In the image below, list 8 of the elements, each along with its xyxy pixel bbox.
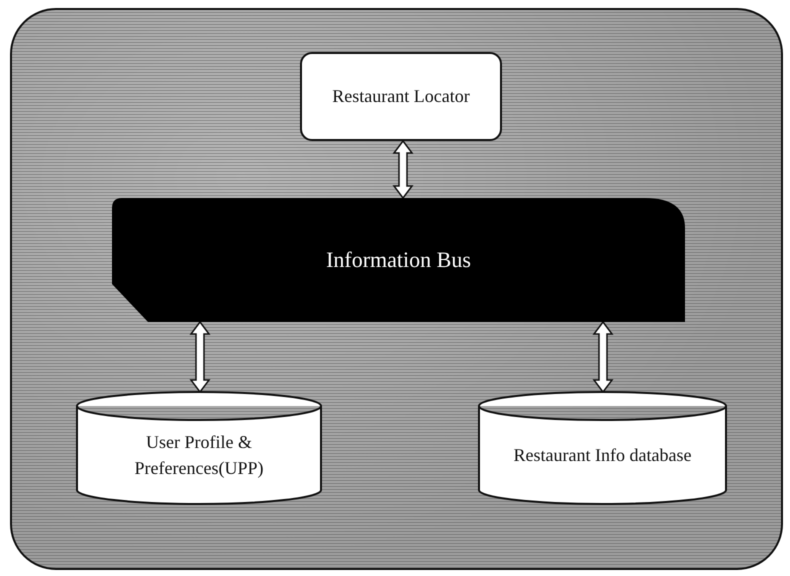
bus-label: Information Bus xyxy=(325,246,472,274)
node-label: User Profile & Preferences(UPP) xyxy=(134,430,264,480)
double-arrow xyxy=(592,320,614,394)
double-arrow xyxy=(190,320,210,394)
node-label: Restaurant Info database xyxy=(512,444,692,467)
node-label: Restaurant Locator xyxy=(331,85,471,108)
double-arrow xyxy=(392,140,414,200)
process-box xyxy=(300,52,502,141)
